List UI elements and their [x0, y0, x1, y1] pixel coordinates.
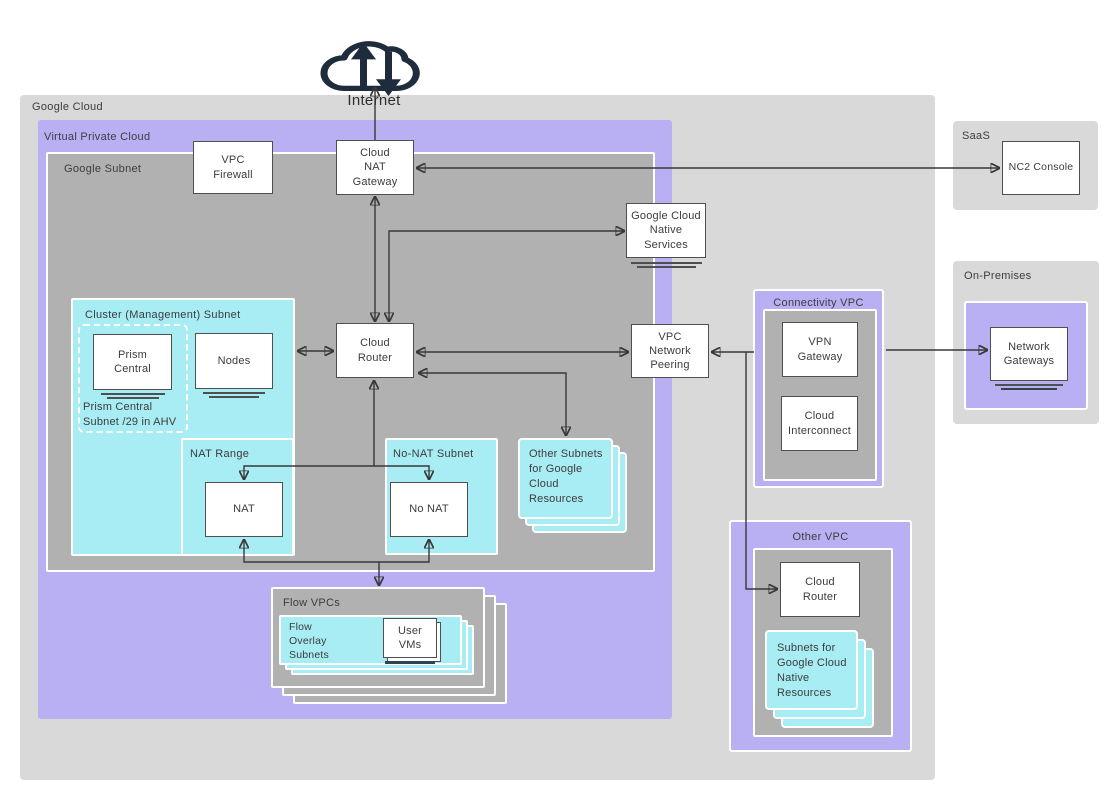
prism-central-stack-line-2	[107, 397, 159, 399]
vpc-firewall-node: VPC Firewall	[193, 141, 273, 194]
native-subnets-label: Subnets for Google Cloud Native Resource…	[777, 642, 847, 699]
user-vms-label: User VMs	[397, 624, 423, 651]
network-gateways-stack-line-2	[1001, 388, 1057, 390]
other-vpc-label: Other VPC	[792, 531, 849, 543]
nat-range-label: NAT Range	[190, 448, 250, 460]
network-gateways-node: Network Gateways	[990, 327, 1068, 381]
on-premises-label: On-Premises	[964, 270, 1032, 282]
flow-overlay-subnets-label: Flow Overlay Subnets	[289, 621, 329, 662]
vpc-label: Virtual Private Cloud	[44, 131, 151, 143]
other-vpc-cloud-router-node: Cloud Router	[780, 562, 860, 617]
other-subnets-stack-1: Other Subnets for Google Cloud Resources	[518, 438, 613, 519]
prism-central-subnet-dashed-box	[78, 324, 188, 433]
connectivity-vpc-label: Connectivity VPC	[773, 297, 864, 309]
cloud-interconnect-label: Cloud Interconnect	[788, 410, 851, 437]
nc2-console-label: NC2 Console	[1008, 161, 1074, 174]
nc2-console-node: NC2 Console	[1002, 141, 1080, 195]
no-nat-node: No NAT	[390, 482, 468, 537]
internet-label: Internet	[347, 92, 401, 109]
cloud-nat-gateway-label: Cloud NAT Gateway	[352, 147, 398, 188]
prism-central-stack-line-1	[101, 393, 165, 395]
vpn-gateway-node: VPN Gateway	[782, 322, 858, 377]
nodes-stack-line-1	[203, 392, 265, 394]
network-gateways-stack-line-1	[995, 384, 1063, 386]
no-nat-subnet-label: No-NAT Subnet	[393, 448, 474, 460]
google-cloud-label: Google Cloud	[32, 101, 103, 113]
internet-cloud-icon	[319, 12, 429, 96]
vpc-network-peering-label: VPC Network Peering	[649, 330, 691, 372]
vpn-gateway-label: VPN Gateway	[797, 336, 843, 363]
google-cloud-native-services-node: Google Cloud Native Services	[626, 203, 706, 258]
cloud-interconnect-node: Cloud Interconnect	[781, 396, 858, 451]
nodes-stack-line-2	[209, 396, 259, 398]
cloud-router-node: Cloud Router	[336, 323, 414, 378]
cloud-router-label: Cloud Router	[357, 337, 393, 364]
user-vms-node: User VMs	[383, 618, 437, 658]
prism-central-subnet-note: Prism Central Subnet /29 in AHV	[83, 401, 177, 428]
network-gateways-label: Network Gateways	[1003, 340, 1055, 367]
nat-label: NAT	[233, 503, 255, 516]
native-subnets-stack-1: Subnets for Google Cloud Native Resource…	[765, 630, 858, 710]
prism-central-label: Prism Central	[114, 348, 151, 375]
vpc-firewall-label: VPC Firewall	[213, 154, 253, 181]
nodes-label: Nodes	[217, 354, 251, 367]
vpc-network-peering-node: VPC Network Peering	[631, 324, 709, 378]
nodes-node: Nodes	[195, 333, 273, 389]
no-nat-label: No NAT	[409, 503, 449, 516]
prism-central-node: Prism Central	[93, 334, 172, 390]
other-vpc-cloud-router-label: Cloud Router	[802, 576, 838, 603]
other-subnets-label: Other Subnets for Google Cloud Resources	[529, 448, 603, 505]
flow-vpcs-label: Flow VPCs	[283, 597, 341, 609]
gcns-stack-line-2	[637, 266, 696, 268]
user-vms-stack-line	[385, 661, 435, 664]
google-subnet-label: Google Subnet	[64, 163, 142, 175]
nat-node: NAT	[205, 482, 283, 537]
cluster-management-subnet-label: Cluster (Management) Subnet	[85, 309, 241, 321]
saas-label: SaaS	[962, 130, 991, 142]
gcns-label: Google Cloud Native Services	[631, 210, 701, 251]
gcns-stack-line-1	[631, 262, 702, 264]
cloud-nat-gateway-node: Cloud NAT Gateway	[336, 140, 414, 195]
